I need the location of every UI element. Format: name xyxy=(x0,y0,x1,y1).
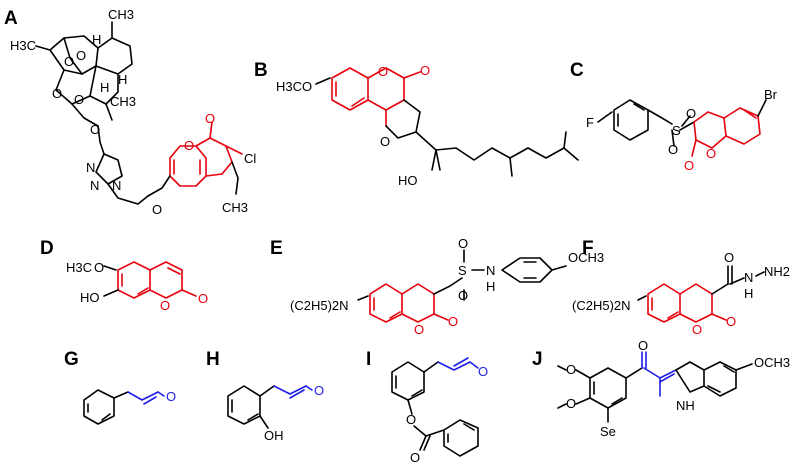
e-amine: (C2H5)2N xyxy=(290,298,349,313)
structure-c: F Br S O O O O xyxy=(586,87,778,173)
structure-a: CH3 H3C O O H H O O CH3 H O N N N O O O … xyxy=(10,7,256,217)
structure-i: O O O xyxy=(391,357,488,465)
e-h: H xyxy=(486,279,495,294)
panel-label-i: I xyxy=(366,349,371,370)
j-o-ketone: O xyxy=(638,338,648,353)
i-o-ald: O xyxy=(478,364,488,379)
a-o-ether: O xyxy=(152,202,162,217)
j-o-mid: O xyxy=(566,396,576,411)
a-o-link: O xyxy=(90,122,100,137)
e-och3: OCH3 xyxy=(568,250,604,265)
a-n3: N xyxy=(112,178,121,193)
j-nh: NH xyxy=(676,398,695,413)
b-ho: HO xyxy=(398,173,418,188)
c-s: S xyxy=(672,123,681,138)
structure-g: O xyxy=(83,389,176,425)
structure-h: O OH xyxy=(227,383,324,443)
f-o-amide: O xyxy=(724,250,734,265)
panel-label-f: F xyxy=(582,238,594,259)
panel-label-g: G xyxy=(64,349,79,370)
h-oh: OH xyxy=(264,428,284,443)
structure-d: H3C O HO O O xyxy=(66,260,208,313)
e-nh: N xyxy=(486,263,495,278)
d-ho: HO xyxy=(80,290,100,305)
a-o-peroxide-1: O xyxy=(64,54,74,69)
i-o-carbonyl: O xyxy=(410,450,420,465)
d-o-lactone: O xyxy=(160,298,170,313)
c-o-s2: O xyxy=(668,142,678,157)
c-o-lactone: O xyxy=(706,146,716,161)
i-o-ester: O xyxy=(406,412,416,427)
j-se: Se xyxy=(600,424,616,439)
e-o-carbonyl: O xyxy=(448,314,458,329)
e-o-s1: O xyxy=(458,236,468,251)
a-o-lactone: O xyxy=(184,138,194,153)
panel-label-d: D xyxy=(40,238,54,259)
d-h3c: H3C xyxy=(66,260,92,275)
panel-label-a: A xyxy=(4,8,18,29)
b-o-furan: O xyxy=(380,134,390,149)
c-o-carbonyl: O xyxy=(684,158,694,173)
panel-label-b: B xyxy=(254,60,268,81)
g-o: O xyxy=(166,389,176,404)
b-o-carbonyl: O xyxy=(420,63,430,78)
a-o-carbonyl: O xyxy=(205,111,215,126)
h-o: O xyxy=(314,383,324,398)
e-s: S xyxy=(458,263,467,278)
e-o-s2: O xyxy=(458,288,468,303)
c-f: F xyxy=(586,115,594,130)
a-o-peroxide-2: O xyxy=(76,48,86,63)
f-o-carbonyl: O xyxy=(726,314,736,329)
panel-label-c: C xyxy=(570,60,584,81)
panel-label-h: H xyxy=(206,349,220,370)
a-cl: Cl xyxy=(244,151,256,166)
f-nh2: NH2 xyxy=(764,264,790,279)
a-o-ring-2: O xyxy=(74,92,84,107)
d-o-methoxy: O xyxy=(94,260,104,275)
structure-b: H3CO O O O HO xyxy=(276,63,579,188)
a-ch3-bottom: CH3 xyxy=(222,200,248,215)
b-h3co: H3CO xyxy=(276,79,312,94)
f-amine: (C2H5)2N xyxy=(572,298,631,313)
a-h-ring-2: H xyxy=(118,72,127,87)
a-n2: N xyxy=(90,178,99,193)
f-n-h: N xyxy=(744,270,753,285)
panel-label-j: J xyxy=(532,349,543,370)
structure-e: (C2H5)2N S O O N H OCH3 O O xyxy=(290,236,604,337)
a-ch3-mid: CH3 xyxy=(110,94,136,109)
b-o-lactone: O xyxy=(378,64,388,79)
f-o-lactone: O xyxy=(692,322,702,337)
c-br: Br xyxy=(764,87,778,102)
a-ch3-top: CH3 xyxy=(108,7,134,22)
a-h-ring-1: H xyxy=(92,32,101,47)
f-h: H xyxy=(744,286,753,301)
a-h3c-left: H3C xyxy=(10,38,36,53)
structure-j: O OCH3 NH O O Se xyxy=(557,338,790,439)
j-och3: OCH3 xyxy=(754,355,790,370)
c-o-s1: O xyxy=(686,106,696,121)
d-o-carbonyl: O xyxy=(198,291,208,306)
structure-f: (C2H5)2N O N H NH2 O O xyxy=(572,250,790,337)
a-n1: N xyxy=(86,160,95,175)
j-o-top: O xyxy=(566,362,576,377)
a-o-ring: O xyxy=(52,86,62,101)
e-o-lactone: O xyxy=(414,322,424,337)
a-h-mid: H xyxy=(100,80,109,95)
panel-label-e: E xyxy=(270,238,283,259)
